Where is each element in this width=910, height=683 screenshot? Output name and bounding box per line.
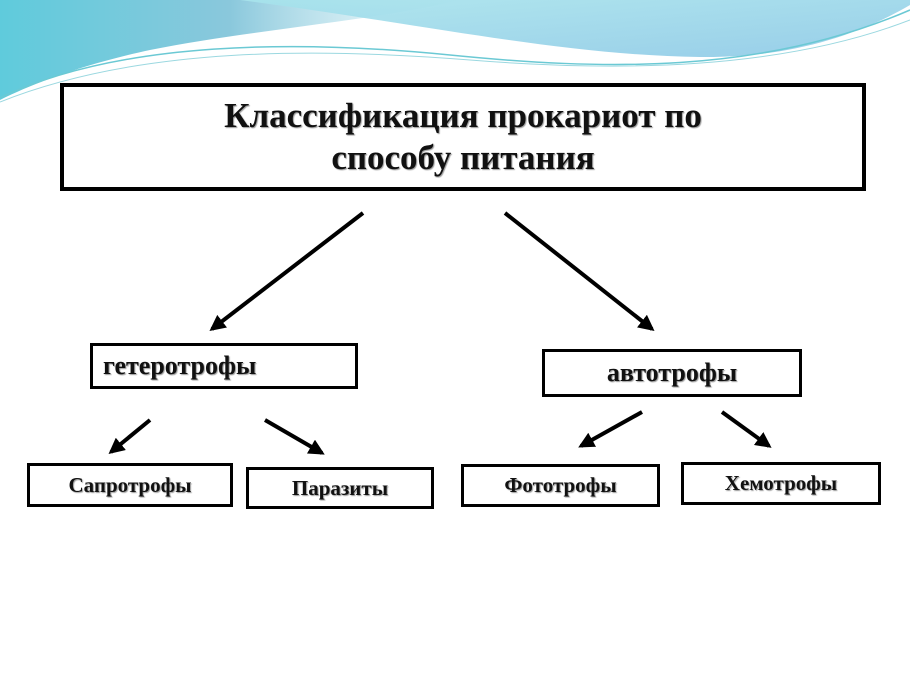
arrow-to-autotrophs [503, 211, 655, 331]
saprotrophs-label: Сапротрофы [68, 472, 192, 497]
title-line-2: способу питания [331, 138, 595, 177]
arrow-to-heterotrophs [209, 211, 365, 331]
chemotrophs-label: Хемотрофы [724, 471, 838, 495]
arrow-to-saprotrophs [108, 418, 152, 455]
heterotrophs-box: гетеротрофы [90, 343, 358, 389]
arrow-to-chemotrophs [720, 410, 772, 448]
parasites-label: Паразиты [291, 475, 389, 500]
phototrophs-label: Фототрофы [504, 473, 617, 497]
autotrophs-box: автотрофы [542, 349, 802, 397]
heterotrophs-label: гетеротрофы [103, 351, 257, 380]
saprotrophs-box: Сапротрофы [27, 463, 233, 507]
parasites-box: Паразиты [246, 467, 434, 509]
chemotrophs-box: Хемотрофы [681, 462, 881, 505]
title-line-1: Классификация прокариот по [224, 96, 702, 135]
title-box: Классификация прокариот по способу питан… [60, 83, 866, 191]
arrow-to-phototrophs [578, 410, 643, 448]
phototrophs-box: Фототрофы [461, 464, 660, 507]
arrow-to-parasites [263, 418, 325, 455]
autotrophs-label: автотрофы [606, 358, 738, 387]
wave-decoration [0, 0, 910, 103]
